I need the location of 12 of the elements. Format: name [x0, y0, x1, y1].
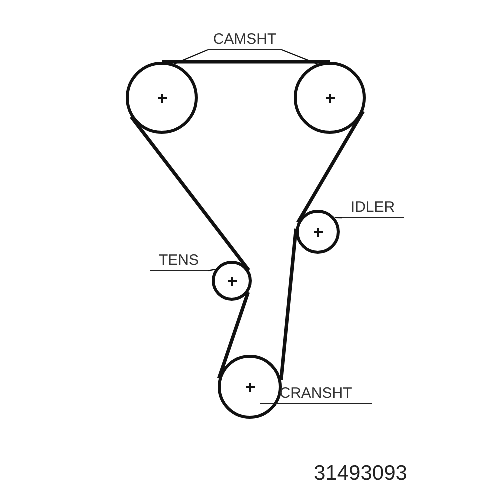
part-label: CRANSHT: [260, 385, 372, 404]
leader-line: [208, 268, 216, 272]
pulley: [296, 210, 340, 254]
part-label: TENS: [150, 252, 208, 271]
pulley: [218, 355, 282, 419]
pulley: [212, 261, 252, 301]
belt-line: [280, 228, 298, 381]
part-label: IDLER: [342, 199, 404, 218]
part-label: CAMSHT: [208, 31, 282, 50]
part-number: 31493093: [314, 461, 408, 487]
belt-line: [130, 116, 250, 272]
belt-line: [162, 60, 330, 64]
